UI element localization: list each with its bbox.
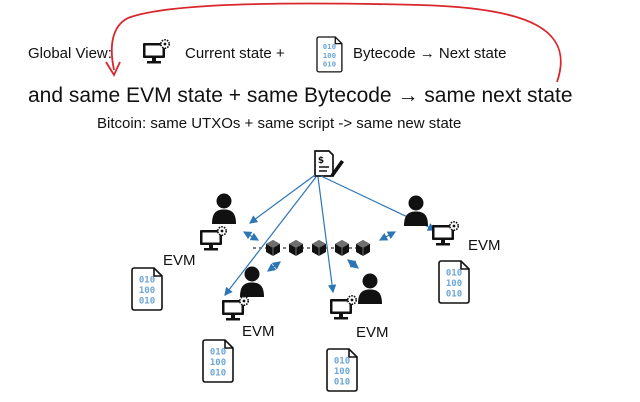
blockchain-icon — [253, 239, 372, 257]
computer-gear-icon — [221, 295, 249, 322]
bytecode-file-icon — [316, 36, 343, 73]
evm-label: EVM — [163, 252, 196, 269]
distribution-arrow-bottom-left — [224, 176, 317, 296]
current-state-label: Current state + — [185, 45, 285, 62]
bytecode-file-icon — [438, 260, 470, 304]
distribution-arrow-left — [249, 174, 316, 224]
contract-signing-icon: $ — [314, 150, 344, 177]
svg-text:$: $ — [318, 156, 324, 166]
user-icon — [212, 193, 236, 224]
evm-label: EVM — [356, 324, 389, 341]
feedback-curve-arrow — [110, 2, 562, 83]
distribution-arrow-bottom-center — [317, 176, 337, 294]
bitcoin-comparison-note: Bitcoin: same UTXOs + same script -> sam… — [97, 115, 462, 132]
sync-arrow-right — [378, 231, 397, 241]
evm-label: EVM — [468, 237, 501, 254]
bytecode-file-icon — [202, 339, 234, 383]
user-icon — [404, 195, 428, 226]
computer-gear-icon — [431, 221, 460, 247]
sync-arrow-left — [242, 231, 260, 241]
computer-gear-icon — [142, 38, 170, 65]
global-view-label: Global View: — [28, 45, 112, 62]
computer-gear-icon — [329, 294, 358, 321]
bytecode-file-icon — [131, 267, 163, 311]
user-icon — [358, 273, 382, 304]
evm-determinism-headline: and same EVM state + same Bytecode → sam… — [28, 84, 573, 107]
sync-arrow-bottom-center — [347, 259, 359, 269]
computer-gear-icon — [199, 226, 227, 252]
evm-label: EVM — [242, 323, 275, 340]
feedback-curve-arrowhead — [105, 61, 121, 77]
bytecode-file-icon — [326, 348, 358, 392]
sync-arrow-bottom-left — [267, 261, 281, 272]
bytecode-next-state-label: Bytecode → Next state — [353, 45, 507, 62]
